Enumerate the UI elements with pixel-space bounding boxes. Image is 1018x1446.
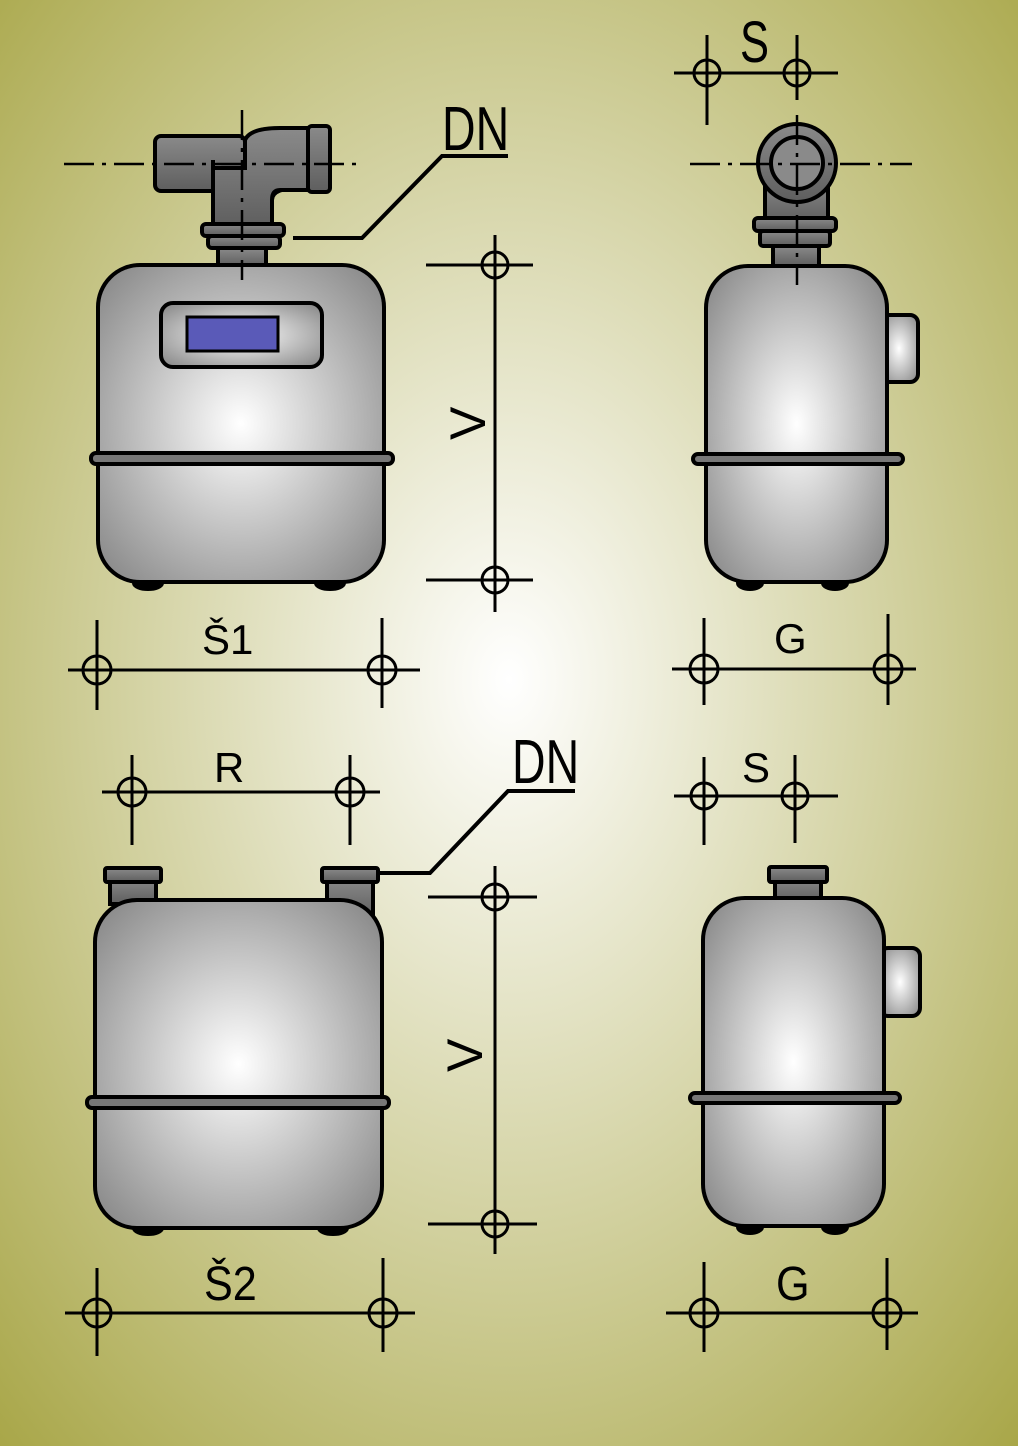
v-label-bottom: V	[437, 1038, 493, 1072]
s-label-top: S	[740, 10, 769, 74]
dn-leader-top	[293, 154, 508, 240]
v-label-top: V	[440, 406, 496, 440]
dn-leader-bottom	[378, 789, 575, 875]
meter-band	[89, 451, 395, 466]
top-front-meter	[89, 124, 395, 591]
g-label-bottom: G	[776, 1257, 810, 1311]
g-label-top: G	[774, 615, 807, 662]
sh2-label: Š2	[204, 1257, 257, 1311]
s-dimension-top	[674, 35, 838, 125]
v-dimension-top	[426, 235, 533, 612]
meter-band-bottom	[85, 1095, 391, 1110]
side-meter-body	[704, 264, 889, 584]
pipe-end-flange	[306, 124, 332, 194]
side-meter-band-bottom	[688, 1091, 902, 1105]
s-dimension-bottom	[674, 755, 838, 845]
meter-body-bottom	[93, 898, 384, 1230]
counter-display	[185, 315, 280, 353]
side-meter-body-bottom	[701, 896, 886, 1228]
top-side-centerlines	[690, 115, 912, 285]
g-dimension-bottom	[666, 1258, 918, 1352]
sh2-dimension	[65, 1258, 415, 1356]
bottom-side-meter	[688, 865, 922, 1235]
dn-label-bottom: DN	[512, 726, 579, 796]
bottom-front-meter	[85, 866, 391, 1236]
r-label: R	[214, 744, 244, 791]
v-dimension-bottom	[428, 866, 537, 1254]
pipe-elbow-curve	[211, 126, 314, 230]
s-label-bottom: S	[742, 744, 770, 791]
r-dimension	[102, 755, 380, 845]
sh1-dimension	[68, 618, 420, 710]
dn-label-top: DN	[442, 93, 509, 163]
top-front-centerlines	[64, 110, 360, 280]
sh1-label: Š1	[202, 616, 253, 663]
side-meter-band	[691, 452, 905, 466]
g-dimension-top	[672, 614, 916, 705]
